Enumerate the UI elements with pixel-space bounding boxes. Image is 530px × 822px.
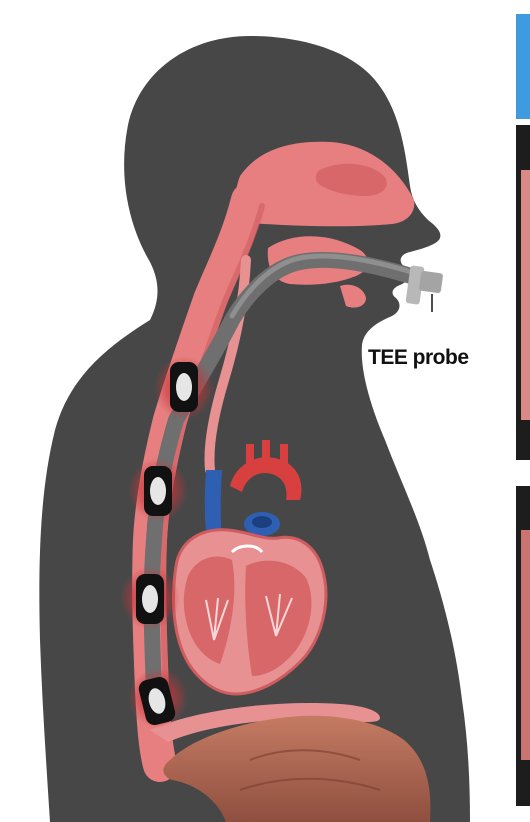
aortic-branch-3	[280, 444, 288, 466]
transducer-lower-esophageal[interactable]	[120, 566, 180, 630]
tee-probe-label: TEE probe	[366, 346, 471, 370]
body-silhouette	[39, 36, 470, 822]
aortic-branch-2	[262, 440, 270, 464]
side-panel-top	[516, 14, 530, 460]
transducer-icon	[150, 477, 166, 505]
bite-block	[405, 265, 443, 312]
transducer-transgastric[interactable]	[128, 668, 188, 728]
pulmonary-artery-lumen	[252, 516, 272, 528]
transducer-mid-esophageal[interactable]	[128, 458, 188, 522]
side-panel-bottom	[516, 486, 530, 806]
transducer-upper-esophageal[interactable]	[154, 356, 214, 420]
transducer-icon	[142, 585, 158, 613]
transducer-icon	[176, 373, 192, 401]
aortic-branch-1	[246, 444, 254, 466]
